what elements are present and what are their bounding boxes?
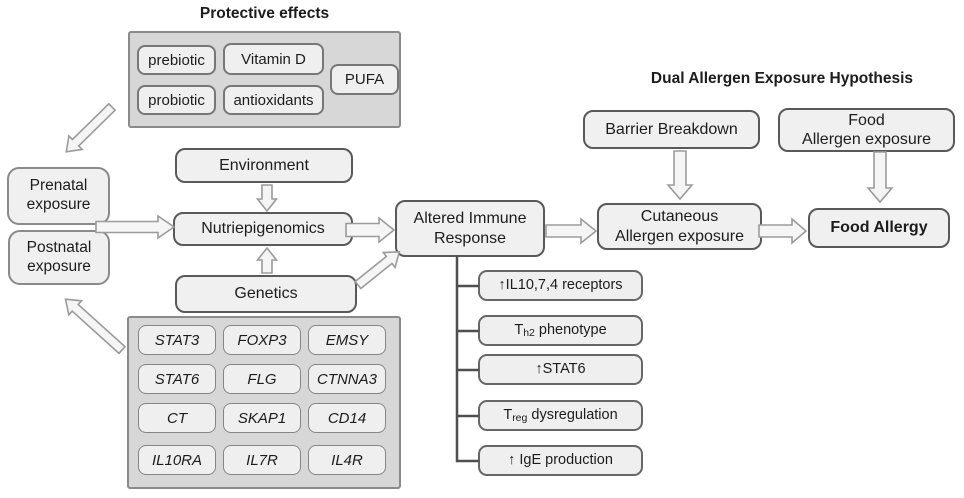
gene-emsy: EMSY <box>308 325 386 355</box>
protective-effects-title: Protective effects <box>199 5 330 22</box>
gene-foxp3: FOXP3 <box>223 325 301 355</box>
effect-ige-production: ↑ IgE production <box>478 445 643 476</box>
node-genetics: Genetics <box>175 275 357 313</box>
arrow-environment-to-nutriepigenomics <box>255 184 279 213</box>
gene-flg: FLG <box>223 364 301 394</box>
effect-stat6: ↑STAT6 <box>478 354 643 385</box>
effect-treg-dysregulation: Treg dysregulation <box>478 400 643 431</box>
arrow-altered-to-cutaneous <box>545 217 598 245</box>
node-prebiotic: prebiotic <box>137 45 216 75</box>
arrow-foodexposure-to-foodallergy <box>866 151 894 204</box>
arrow-barrier-to-cutaneous <box>666 150 694 201</box>
gene-skap1: SKAP1 <box>223 403 301 433</box>
arrow-nutriepigenomics-to-altered <box>345 216 396 244</box>
gene-il7r: IL7R <box>223 445 301 475</box>
node-prenatal-exposure: Prenatal exposure <box>7 167 110 225</box>
arrow-cutaneous-to-foodallergy <box>758 217 808 245</box>
arrow-genes-to-postnatal <box>64 298 127 355</box>
gene-il10ra: IL10RA <box>138 445 216 475</box>
effect-th2-phenotype: Th2 phenotype <box>478 315 643 346</box>
effect-label: ↑STAT6 <box>535 361 586 377</box>
node-food-allergy: Food Allergy <box>808 208 950 248</box>
immune-effects-tree-connector <box>455 255 480 463</box>
effect-label: Th2 phenotype <box>514 322 607 339</box>
dual-allergen-hypothesis-title: Dual Allergen Exposure Hypothesis <box>650 70 914 87</box>
node-probiotic: probiotic <box>137 85 216 115</box>
node-vitamin-d: Vitamin D <box>223 43 324 75</box>
gene-ctnna3: CTNNA3 <box>308 364 386 394</box>
node-food-allergen-exposure: Food Allergen exposure <box>778 108 955 152</box>
gene-ct: CT <box>138 403 216 433</box>
node-altered-immune-response: Altered Immune Response <box>395 200 545 257</box>
arrow-genetics-to-nutriepigenomics <box>255 246 279 274</box>
genes-group: STAT3 FOXP3 EMSY STAT6 FLG CTNNA3 CT SKA… <box>127 316 401 489</box>
effect-label: ↑IL10,7,4 receptors <box>498 277 623 293</box>
effect-label: ↑ IgE production <box>508 452 613 468</box>
node-postnatal-exposure: Postnatal exposure <box>8 230 110 285</box>
effect-il-receptors: ↑IL10,7,4 receptors <box>478 270 643 301</box>
gene-il4r: IL4R <box>308 445 386 475</box>
arrow-protective-to-prenatal <box>65 102 117 153</box>
protective-effects-group: prebiotic Vitamin D PUFA probiotic antio… <box>128 31 401 128</box>
gene-stat6: STAT6 <box>138 364 216 394</box>
node-cutaneous-allergen-exposure: Cutaneous Allergen exposure <box>597 203 762 250</box>
node-antioxidants: antioxidants <box>223 85 324 115</box>
node-pufa: PUFA <box>330 64 399 95</box>
node-barrier-breakdown: Barrier Breakdown <box>583 110 760 149</box>
node-nutriepigenomics: Nutriepigenomics <box>173 212 353 246</box>
gene-stat3: STAT3 <box>138 325 216 355</box>
node-environment: Environment <box>175 148 353 183</box>
gene-cd14: CD14 <box>308 403 386 433</box>
effect-label: Treg dysregulation <box>503 407 618 424</box>
